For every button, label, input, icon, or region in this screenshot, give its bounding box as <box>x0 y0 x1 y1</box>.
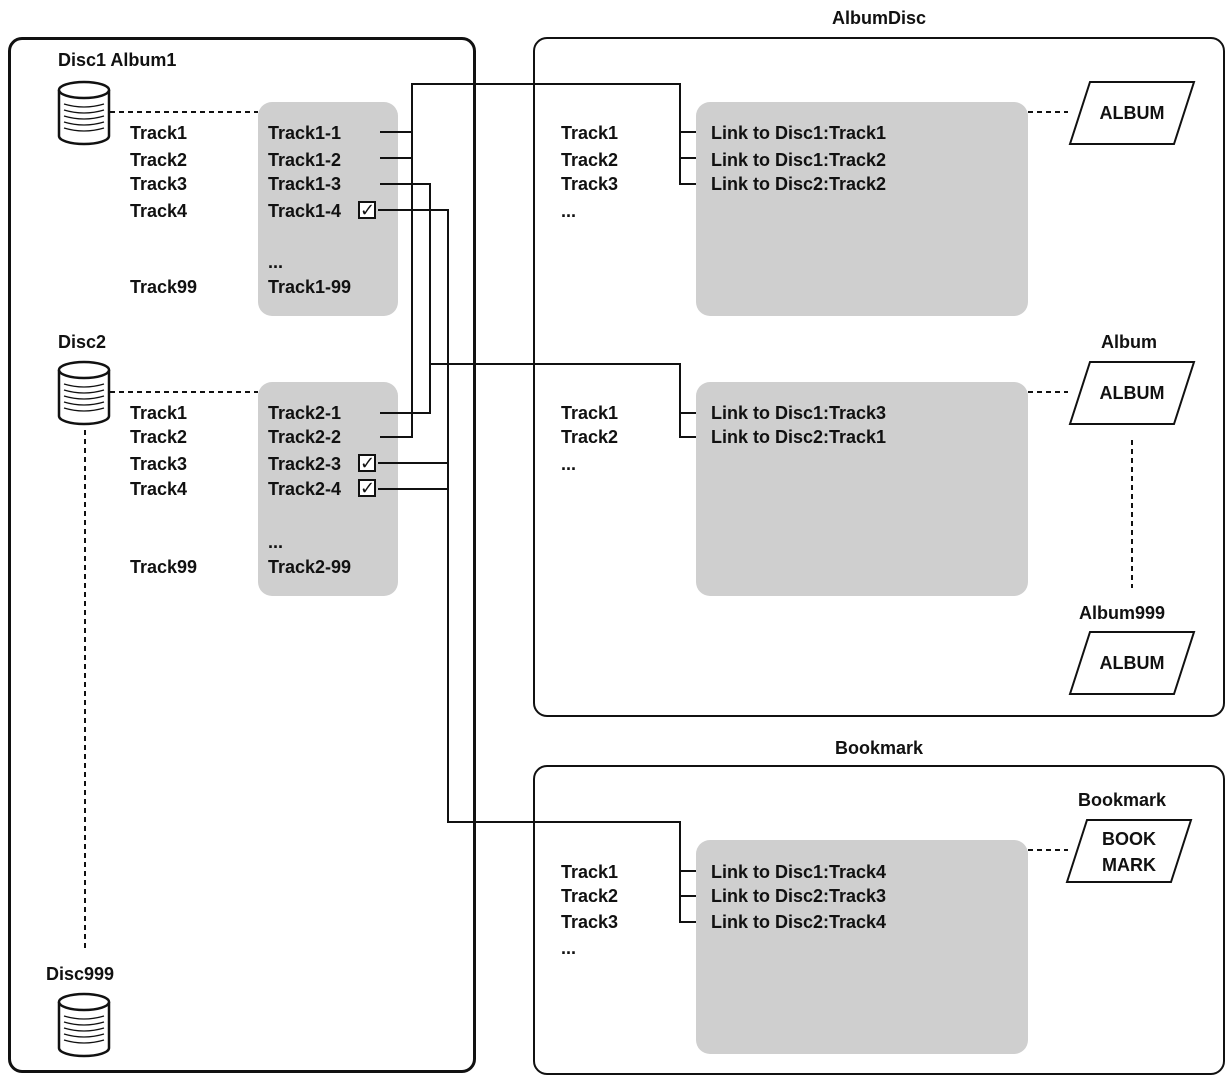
disc2-entry: Track2-3 <box>268 454 342 474</box>
album2-track-label: Track2 <box>561 427 619 447</box>
disc1-icon <box>57 80 111 146</box>
disc1-track-label: Track99 <box>130 277 198 297</box>
disc1-entry-ellipsis: ... <box>268 252 284 272</box>
album999-shape: ALBUM <box>1068 630 1196 696</box>
disc2-icon <box>57 360 111 426</box>
bookmark-link: Link to Disc2:Track4 <box>711 912 887 932</box>
disc-panel <box>8 37 476 1073</box>
disc2-track-label: Track1 <box>130 403 188 423</box>
album1-track-label: Track1 <box>561 123 619 143</box>
bookmark-link: Link to Disc2:Track3 <box>711 886 887 906</box>
disc1-entry: Track1-4 <box>268 201 342 221</box>
disc2-track-label: Track99 <box>130 557 198 577</box>
disc2-entry: Track2-4 <box>268 479 342 499</box>
checkbox-checked-icon: ✓ <box>358 200 376 220</box>
album2-link: Link to Disc1:Track3 <box>711 403 887 423</box>
album2-shape: ALBUM <box>1068 360 1196 426</box>
album1-shape-text: ALBUM <box>1099 103 1165 123</box>
album1-link: Link to Disc2:Track2 <box>711 174 887 194</box>
disc999-icon <box>57 992 111 1058</box>
bookmark-shape: BOOK MARK <box>1065 818 1193 884</box>
bookmark-panel <box>533 765 1225 1075</box>
checkbox-checked-icon: ✓ <box>358 478 376 498</box>
disc1-label: Disc1 Album1 <box>58 50 177 70</box>
disc1-track-label: Track1 <box>130 123 188 143</box>
bookmark-track-ellipsis: ... <box>561 938 577 958</box>
album1-link: Link to Disc1:Track1 <box>711 123 887 143</box>
checkbox-checked-icon: ✓ <box>358 453 376 473</box>
album2-label: Album <box>1101 332 1157 352</box>
bookmark-track-label: Track2 <box>561 886 619 906</box>
album2-shape-text: ALBUM <box>1099 383 1165 403</box>
disc2-entry: Track2-2 <box>268 427 342 447</box>
album2-track-label: Track1 <box>561 403 619 423</box>
disc999-label: Disc999 <box>46 964 115 984</box>
albumdisc-header: AlbumDisc <box>831 8 927 28</box>
bookmark-header: Bookmark <box>834 738 924 758</box>
album1-track-ellipsis: ... <box>561 201 577 221</box>
album1-link: Link to Disc1:Track2 <box>711 150 887 170</box>
album999-label: Album999 <box>1079 603 1166 623</box>
disc2-track-label: Track3 <box>130 454 188 474</box>
album2-link: Link to Disc2:Track1 <box>711 427 887 447</box>
bookmark-track-label: Track1 <box>561 862 619 882</box>
bookmark-label: Bookmark <box>1078 790 1167 810</box>
album2-link-list <box>696 382 1028 596</box>
bookmark-link-list <box>696 840 1028 1054</box>
disc2-label: Disc2 <box>58 332 107 352</box>
disc2-entry: Track2-1 <box>268 403 342 423</box>
disc1-track-label: Track4 <box>130 201 188 221</box>
album1-shape: ALBUM <box>1068 80 1196 146</box>
disc1-track-label: Track2 <box>130 150 188 170</box>
album1-track-label: Track3 <box>561 174 619 194</box>
disc2-track-label: Track2 <box>130 427 188 447</box>
bookmark-shape-text-line1: BOOK <box>1102 829 1156 849</box>
disc1-entry: Track1-2 <box>268 150 342 170</box>
albumdisc-panel <box>533 37 1225 717</box>
bookmark-shape-text-line2: MARK <box>1102 855 1156 875</box>
disc1-entry: Track1-3 <box>268 174 342 194</box>
disc2-track-label: Track4 <box>130 479 188 499</box>
bookmark-link: Link to Disc1:Track4 <box>711 862 887 882</box>
disc1-entry: Track1-99 <box>268 277 352 297</box>
disc2-entry: Track2-99 <box>268 557 352 577</box>
disc2-entry-ellipsis: ... <box>268 532 284 552</box>
album2-track-ellipsis: ... <box>561 454 577 474</box>
disc1-entry: Track1-1 <box>268 123 342 143</box>
album1-track-label: Track2 <box>561 150 619 170</box>
bookmark-track-label: Track3 <box>561 912 619 932</box>
disc1-track-label: Track3 <box>130 174 188 194</box>
album999-shape-text: ALBUM <box>1099 653 1165 673</box>
album1-link-list <box>696 102 1028 316</box>
